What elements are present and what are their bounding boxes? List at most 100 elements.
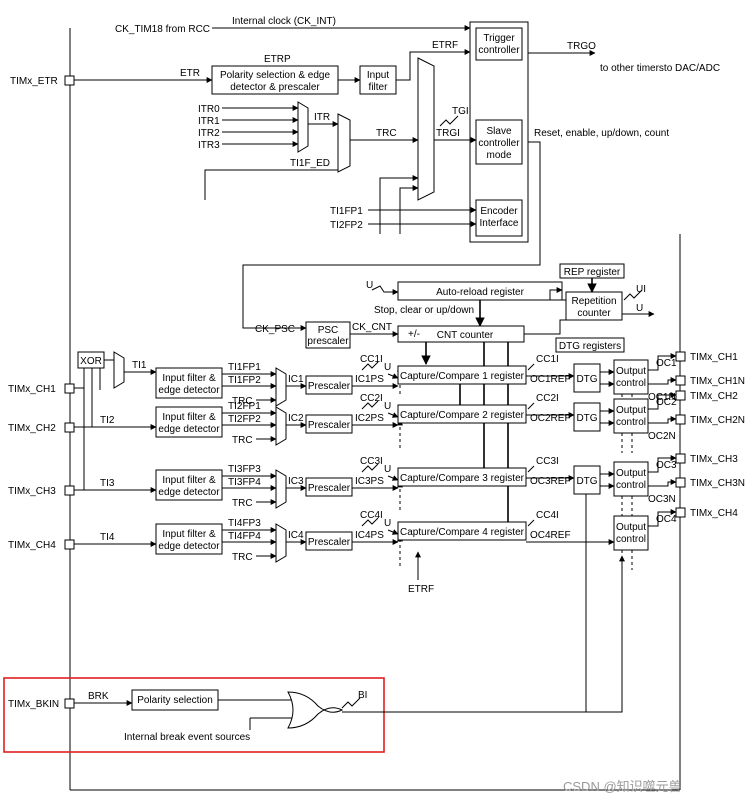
ch2-cci-out-arrow: [527, 402, 535, 410]
ch3-icps-label: IC3PS: [355, 476, 384, 487]
ch4-icps-label: IC4PS: [355, 530, 384, 541]
ch3-u-line: [387, 475, 399, 481]
ch1-fpb-label: TI1FP2: [228, 375, 261, 386]
trigger-controller-box: [475, 27, 523, 61]
ti1f-ed-label: TI1F_ED: [290, 158, 330, 169]
ch2-dtg-label: DTG: [576, 413, 597, 424]
repetition-counter-box: [565, 291, 623, 321]
ch1-cc-register-box: [397, 365, 527, 385]
ch4-trc-label: TRC: [232, 552, 253, 563]
ck-psc-label: CK_PSC: [255, 324, 295, 335]
ch4-prescaler-box: [305, 531, 353, 551]
ck-cnt-label: CK_CNT: [352, 322, 392, 333]
ch1-filter-box: [155, 367, 223, 399]
ch4-cci-out-arrow: [527, 519, 535, 527]
ch1-output-control-box: [613, 359, 649, 395]
ch3-ic-mux: [275, 469, 287, 509]
ch2-out-pin: [675, 390, 686, 401]
ch2-fpb-label: TI2FP2: [228, 414, 261, 425]
ch1-trc-label: TRC: [232, 396, 253, 407]
ch4-ti-label: TI4: [100, 532, 115, 543]
ch3-cci-out-arrow: [527, 465, 535, 473]
ch1-prescaler-box: [305, 375, 353, 395]
ch4-cc-register-label: Capture/Compare 4 register: [400, 527, 525, 538]
ch2-dtg-box: [573, 402, 601, 432]
ch1-u-label: U: [384, 362, 391, 373]
encoder-line1: Encoder: [480, 206, 518, 217]
slave-controller-box: [475, 119, 523, 165]
ch4-output-line2: control: [616, 534, 646, 545]
ch4-oc-line: [648, 509, 677, 527]
slave-controller-line3: mode: [486, 150, 511, 161]
ch2-ocref-label: OC2REF: [530, 413, 571, 424]
ch3-ti-label: TI3: [100, 478, 115, 489]
ch1-outn-pin-label: TIMx_CH1N: [690, 376, 745, 387]
internal-clock-label: Internal clock (CK_INT): [232, 16, 336, 27]
auto-reload-label: Auto-reload register: [436, 287, 524, 298]
ch1-cci-arrow: [361, 361, 379, 371]
trigger-controller-line1: Trigger: [483, 33, 515, 44]
ch2-fpa-label: TI2FP1: [228, 401, 261, 412]
ch3-filter-line1: Input filter &: [162, 475, 216, 486]
ch1-ocn-line: [648, 377, 677, 385]
ch2-cci-arrow: [361, 400, 379, 410]
xor-label: XOR: [80, 356, 102, 367]
psc-line1: PSC: [318, 325, 339, 336]
ch3-out-pin-label: TIMx_CH3: [690, 454, 738, 465]
etrp-label: ETRP: [264, 54, 291, 65]
ch1-cc-register-label: Capture/Compare 1 register: [400, 371, 525, 382]
ch1-filter-line1: Input filter &: [162, 373, 216, 384]
ch4-output-control-box: [613, 515, 649, 551]
ch1-ic-label: IC1: [288, 374, 304, 385]
ch1-cci-label: CC1I: [360, 354, 383, 365]
ch2-output-line1: Output: [616, 405, 646, 416]
ch3-input-pin-label: TIMx_CH3: [8, 486, 56, 497]
ch2-ic-mux: [275, 406, 287, 446]
ch4-ocref-label: OC4REF: [530, 530, 571, 541]
ch2-outn-pin-label: TIMx_CH2N: [690, 415, 745, 426]
ch3-fpa-label: TI3FP3: [228, 464, 261, 475]
ch3-filter-line2: edge detector: [158, 487, 220, 498]
ch1-u-line: [387, 373, 399, 379]
itr-label: ITR: [314, 112, 330, 123]
input-filter-box: [359, 65, 397, 95]
ch4-output-line1: Output: [616, 522, 646, 533]
ti-feedback-line1: [379, 175, 419, 234]
ch3-input-pin: [64, 485, 75, 496]
ch3-ocn-line: [648, 479, 677, 487]
ch2-cc-register-box: [397, 404, 527, 424]
ch4-u-label: U: [384, 518, 391, 529]
ch2-prescaler-box: [305, 414, 353, 434]
ch1-oc-label: OC1: [656, 358, 677, 369]
ch4-ic-label: IC4: [288, 530, 304, 541]
ch3-ocref-label: OC3REF: [530, 476, 571, 487]
ch2-filter-box: [155, 406, 223, 438]
polarity-etr-box: [211, 65, 339, 95]
ch2-prescaler-label: Prescaler: [308, 420, 351, 431]
ch1-input-pin: [64, 383, 75, 394]
ch2-u-line: [387, 412, 399, 418]
polarity-brk-label: Polarity selection: [137, 695, 213, 706]
ch1-ocn-label: OC1N: [648, 392, 676, 403]
ch4-input-pin: [64, 539, 75, 550]
ch1-filter-line2: edge detector: [158, 385, 220, 396]
trc-label: TRC: [376, 128, 397, 139]
etrf-line: [396, 49, 471, 81]
ch4-u-line: [387, 529, 399, 535]
ch1-cci-out-label: CC1I: [536, 354, 559, 365]
ch3-prescaler-label: Prescaler: [308, 483, 351, 494]
ch2-output-control-box: [613, 398, 649, 434]
reset-enable-label: Reset, enable, up/down, count: [534, 128, 669, 139]
ch2-ic-label: IC2: [288, 413, 304, 424]
bi-to-output: [342, 555, 625, 713]
u-arrow-top: [371, 285, 399, 295]
etrf-label: ETRF: [432, 40, 458, 51]
ch2-out-pin-label: TIMx_CH2: [690, 391, 738, 402]
etrf-bottom-label: ETRF: [408, 584, 434, 595]
itr-mux: [297, 101, 309, 153]
ch4-filter-line2: edge detector: [158, 541, 220, 552]
ch3-cc-register-label: Capture/Compare 3 register: [400, 473, 525, 484]
ch4-fpb-label: TI4FP4: [228, 531, 261, 542]
tgi-arrow: [439, 115, 459, 127]
cnt-to-rep: [524, 319, 566, 335]
